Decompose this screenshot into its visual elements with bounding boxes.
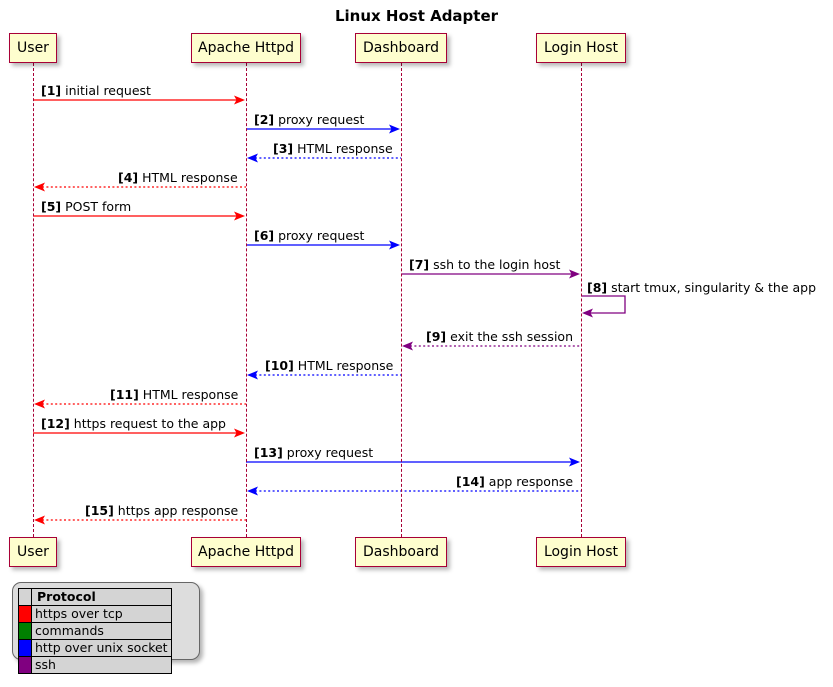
lifeline-login-host — [580, 63, 582, 537]
message-12-arrowhead — [234, 428, 245, 438]
legend-label-2: http over unix socket — [31, 639, 172, 657]
legend-row: http over unix socket — [18, 639, 172, 657]
message-10-label: [10] HTML response — [265, 358, 394, 373]
message-12-label: [12] https request to the app — [41, 416, 226, 431]
message-13-arrowhead — [569, 457, 580, 467]
message-1-label: [1] initial request — [41, 83, 151, 98]
legend-header-label: Protocol — [31, 588, 172, 606]
message-10-arrowhead — [247, 370, 258, 380]
message-9-arrowhead — [402, 341, 413, 351]
message-7-label: [7] ssh to the login host — [409, 257, 561, 272]
legend-label-1: commands — [31, 622, 172, 640]
message-7-arrowhead — [569, 269, 580, 279]
message-9-label: [9] exit the ssh session — [426, 329, 573, 344]
participant-bottom-dashboard[interactable]: Dashboard — [355, 537, 447, 567]
message-6-label: [6] proxy request — [254, 228, 365, 243]
message-8-line — [581, 295, 626, 314]
message-11-arrowhead — [34, 399, 45, 409]
message-3-arrowhead — [247, 153, 258, 163]
legend-swatch-1 — [18, 622, 32, 640]
message-8-label: [8] start tmux, singularity & the app — [587, 280, 817, 295]
message-8-arrowhead — [582, 308, 593, 318]
legend-header-swatch-blank — [18, 588, 32, 606]
legend-swatch-2 — [18, 639, 32, 657]
legend-swatch-0 — [18, 605, 32, 623]
participant-top-dashboard[interactable]: Dashboard — [355, 33, 447, 63]
message-2-arrowhead — [389, 124, 400, 134]
legend-row: commands — [18, 622, 172, 640]
participant-top-user[interactable]: User — [9, 33, 57, 63]
lifeline-user — [32, 63, 34, 537]
participant-top-login-host[interactable]: Login Host — [536, 33, 626, 63]
message-15-label: [15] https app response — [85, 503, 239, 518]
participant-top-apache-httpd[interactable]: Apache Httpd — [191, 33, 301, 63]
message-4-label: [4] HTML response — [118, 170, 238, 185]
message-13-label: [13] proxy request — [254, 445, 374, 460]
page-title: Linux Host Adapter — [334, 7, 499, 25]
legend-row: ssh — [18, 656, 172, 674]
message-5-label: [5] POST form — [41, 199, 132, 214]
legend-label-0: https over tcp — [31, 605, 172, 623]
message-14-label: [14] app response — [456, 474, 574, 489]
legend-row: https over tcp — [18, 605, 172, 623]
legend-label-3: ssh — [31, 656, 172, 674]
participant-bottom-login-host[interactable]: Login Host — [536, 537, 626, 567]
participant-bottom-apache-httpd[interactable]: Apache Httpd — [191, 537, 301, 567]
legend-swatch-3 — [18, 656, 32, 674]
message-11-label: [11] HTML response — [110, 387, 239, 402]
lifeline-dashboard — [400, 63, 402, 537]
message-2-label: [2] proxy request — [254, 112, 365, 127]
message-1-arrowhead — [234, 95, 245, 105]
message-4-arrowhead — [34, 182, 45, 192]
message-15-arrowhead — [34, 515, 45, 525]
message-3-label: [3] HTML response — [273, 141, 393, 156]
legend-header-row: Protocol — [18, 588, 172, 606]
message-6-arrowhead — [389, 240, 400, 250]
lifeline-apache-httpd — [245, 63, 247, 537]
message-5-arrowhead — [234, 211, 245, 221]
participant-bottom-user[interactable]: User — [9, 537, 57, 567]
message-14-arrowhead — [247, 486, 258, 496]
